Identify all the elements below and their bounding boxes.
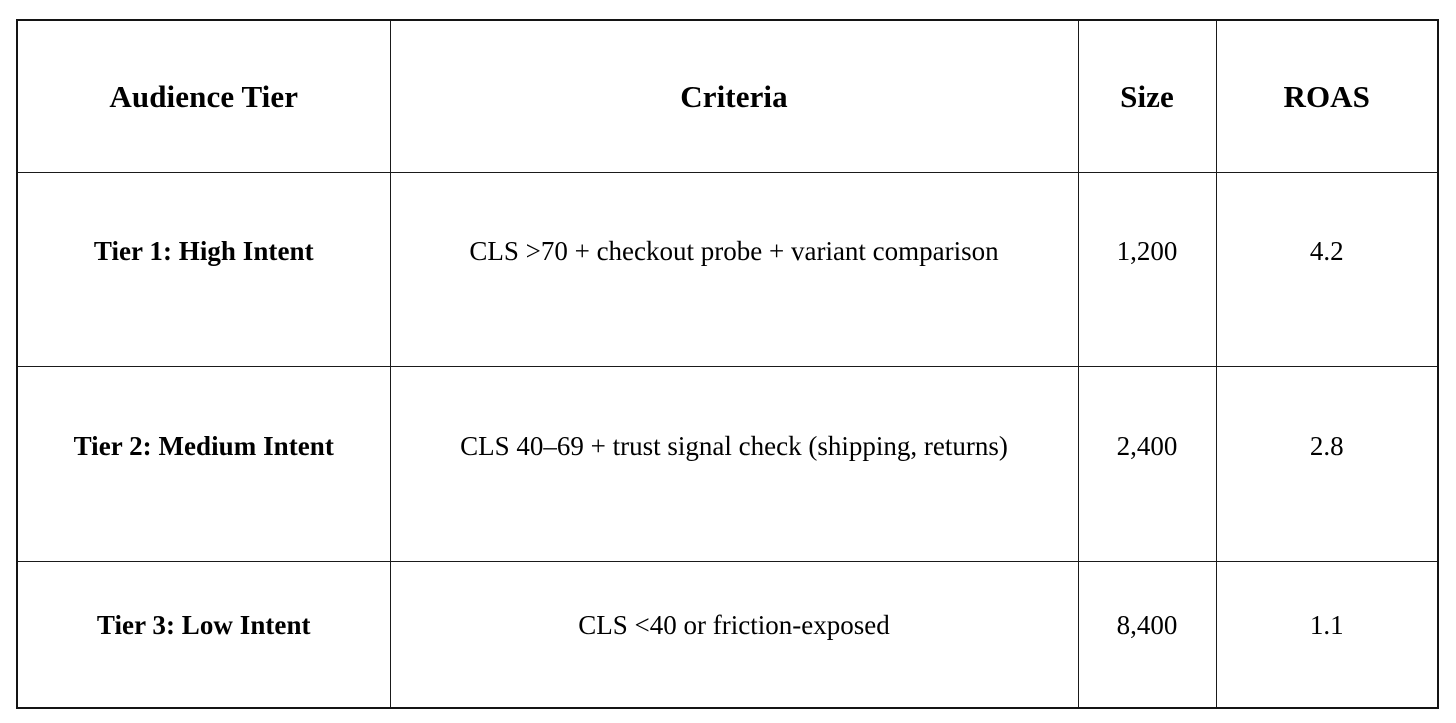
audience-tier-table: Audience Tier Criteria Size ROAS Tier 1:…	[16, 19, 1439, 709]
table-row: Tier 3: Low Intent CLS <40 or friction-e…	[16, 560, 1439, 709]
audience-tier-table-container: Audience Tier Criteria Size ROAS Tier 1:…	[16, 19, 1439, 709]
table-header-row: Audience Tier Criteria Size ROAS	[16, 19, 1439, 173]
table-row: Tier 1: High Intent CLS >70 + checkout p…	[16, 171, 1439, 367]
cell-roas: 4.2	[1215, 171, 1439, 367]
cell-roas: 2.8	[1215, 365, 1439, 562]
column-header-audience-tier: Audience Tier	[16, 19, 391, 173]
cell-size: 2,400	[1077, 365, 1217, 562]
cell-size: 1,200	[1077, 171, 1217, 367]
cell-audience-tier: Tier 2: Medium Intent	[16, 365, 391, 562]
cell-size: 8,400	[1077, 560, 1217, 709]
column-header-criteria: Criteria	[389, 19, 1079, 173]
column-header-size: Size	[1077, 19, 1217, 173]
cell-audience-tier: Tier 3: Low Intent	[16, 560, 391, 709]
table-row: Tier 2: Medium Intent CLS 40–69 + trust …	[16, 365, 1439, 562]
cell-criteria: CLS 40–69 + trust signal check (shipping…	[389, 365, 1079, 562]
cell-criteria: CLS <40 or friction-exposed	[389, 560, 1079, 709]
cell-roas: 1.1	[1215, 560, 1439, 709]
cell-audience-tier: Tier 1: High Intent	[16, 171, 391, 367]
cell-criteria: CLS >70 + checkout probe + variant compa…	[389, 171, 1079, 367]
column-header-roas: ROAS	[1215, 19, 1439, 173]
